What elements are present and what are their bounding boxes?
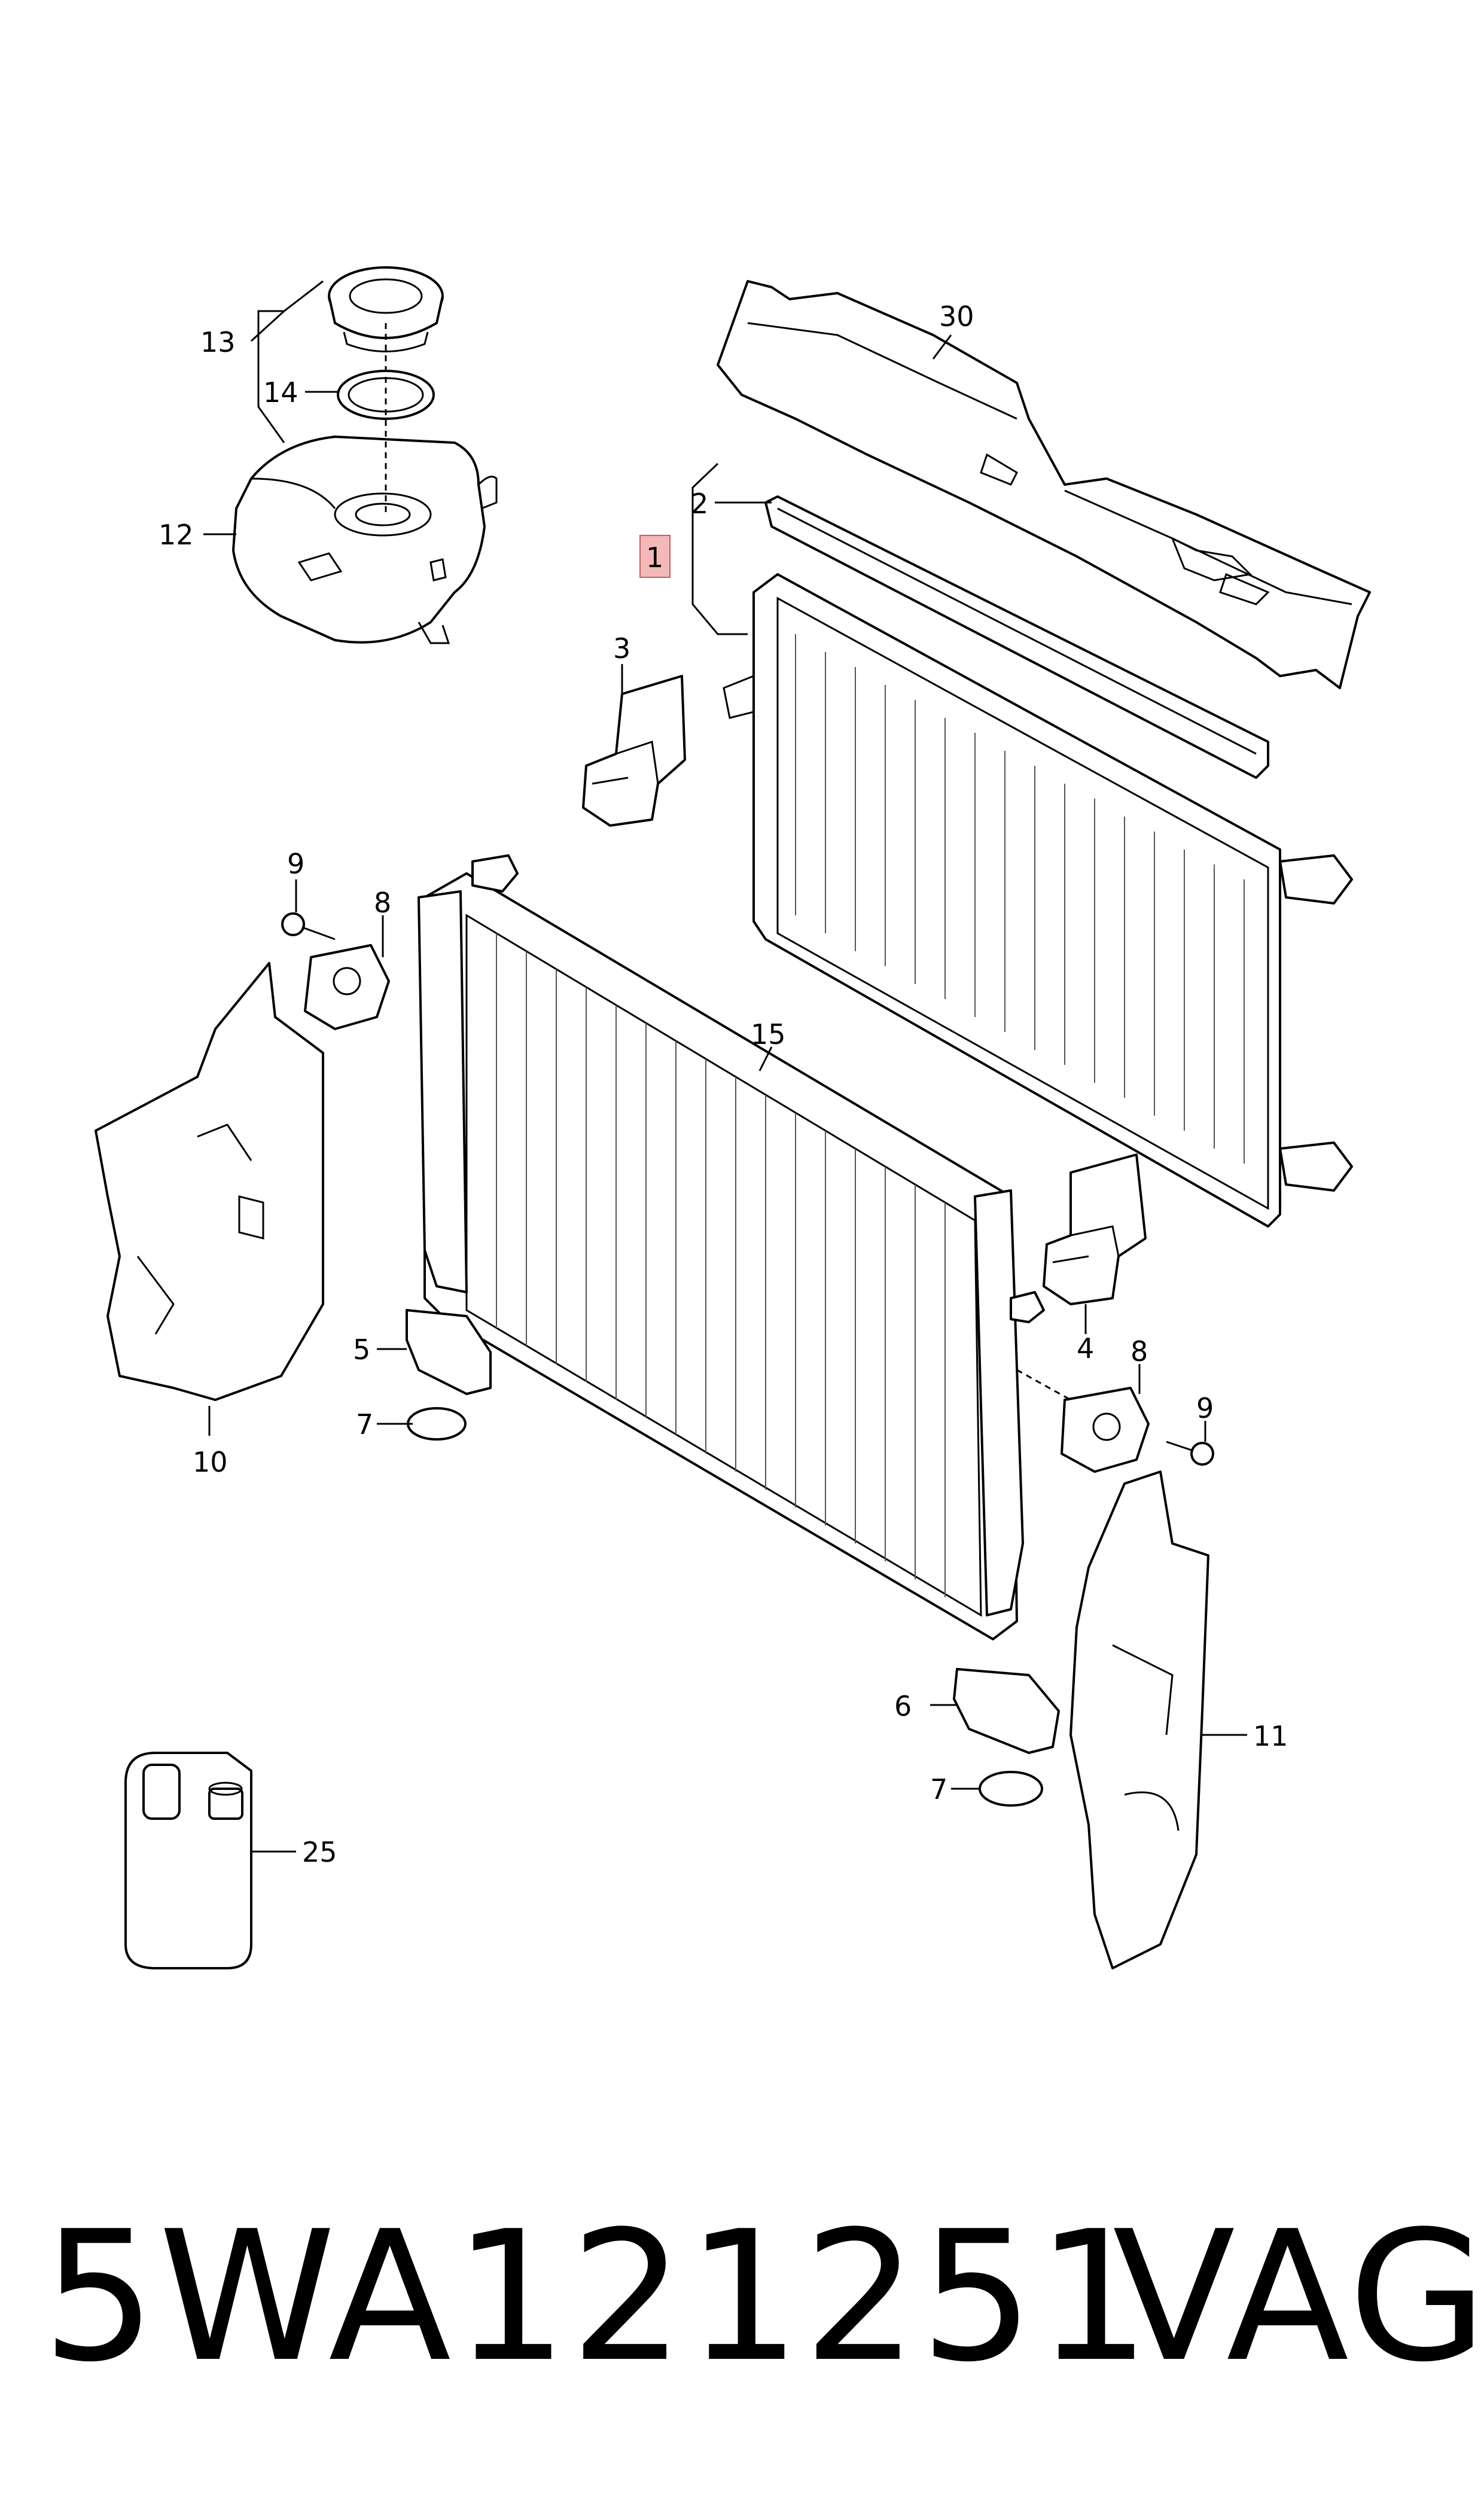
rubber-buffer-right bbox=[979, 1771, 1043, 1807]
air-guide-lower bbox=[1043, 1153, 1147, 1305]
callout-12: 12 bbox=[159, 519, 194, 551]
callout-8-left: 8 bbox=[374, 887, 391, 919]
brand-label: VAG bbox=[1113, 2193, 1484, 2401]
part-number: 5WA121251 bbox=[42, 2193, 1153, 2401]
leader-lines bbox=[203, 280, 1247, 1853]
callout-6: 6 bbox=[894, 1690, 912, 1722]
side-air-guide-left bbox=[95, 962, 324, 1401]
callout-7-left: 7 bbox=[356, 1408, 373, 1441]
air-guide-duct bbox=[717, 280, 1371, 689]
callout-25: 25 bbox=[302, 1836, 337, 1868]
lower-mount-left bbox=[406, 1309, 492, 1395]
callout-7-right: 7 bbox=[930, 1773, 947, 1805]
bolt-left bbox=[281, 912, 336, 940]
parts-exploded-diagram: 1 2 3 4 5 6 7 7 8 8 9 9 10 11 12 13 14 1… bbox=[95, 266, 1371, 1969]
callout-13: 13 bbox=[200, 326, 236, 358]
lower-mount-right bbox=[953, 1668, 1060, 1754]
seal-strip bbox=[764, 495, 1269, 779]
callout-2: 2 bbox=[691, 488, 708, 520]
rear-radiator bbox=[723, 573, 1353, 1228]
coolant-canister bbox=[124, 1752, 252, 1969]
callout-1-highlight bbox=[639, 535, 671, 578]
bracket-left bbox=[304, 944, 390, 1030]
rear-radiator-fins bbox=[795, 634, 1245, 1164]
bracket-right bbox=[1061, 1387, 1150, 1473]
air-guide-upper bbox=[582, 675, 686, 827]
callout-15: 15 bbox=[751, 1018, 786, 1051]
callout-1: 1 bbox=[646, 541, 663, 574]
rubber-buffer-left bbox=[407, 1407, 467, 1441]
callout-14: 14 bbox=[263, 376, 298, 409]
callout-11: 11 bbox=[1253, 1720, 1288, 1752]
callout-30: 30 bbox=[939, 300, 974, 333]
side-air-guide-right bbox=[1069, 1470, 1209, 1969]
callout-3: 3 bbox=[613, 632, 630, 665]
callout-5: 5 bbox=[353, 1333, 370, 1366]
callout-9-right: 9 bbox=[1196, 1392, 1214, 1424]
bolt-right bbox=[1166, 1441, 1214, 1466]
expansion-tank bbox=[232, 436, 498, 644]
front-radiator bbox=[418, 854, 1045, 1640]
callout-8-right: 8 bbox=[1130, 1335, 1148, 1368]
front-radiator-fins bbox=[496, 933, 946, 1597]
callout-10: 10 bbox=[193, 1446, 228, 1478]
callout-4: 4 bbox=[1077, 1332, 1094, 1365]
callout-9-left: 9 bbox=[287, 848, 304, 880]
